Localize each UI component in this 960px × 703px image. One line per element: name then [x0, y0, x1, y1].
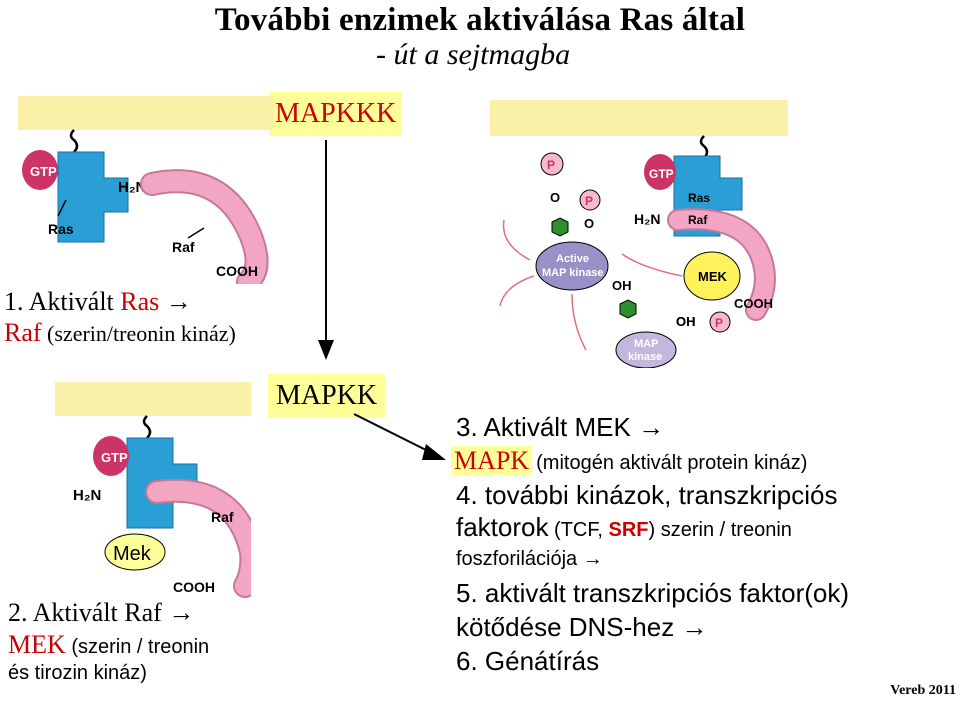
step-2-line3: és tirozin kináz): [8, 662, 147, 684]
svg-text:P: P: [585, 194, 593, 208]
signal-arrow-4: [621, 253, 683, 277]
step-4-line2: faktorok (TCF, SRF) szerin / treonin: [456, 512, 792, 542]
oh-label-mek: OH: [676, 314, 696, 329]
cooh-label: COOH: [216, 263, 258, 279]
gtp-label: GTP: [30, 164, 57, 179]
diagonal-arrow: [353, 413, 446, 460]
tyrosine-ring-2: [619, 299, 637, 319]
svg-text:O: O: [584, 216, 594, 231]
page-subtitle: - út a sejtmagba: [376, 38, 571, 71]
h2n-label: H₂N: [634, 211, 660, 227]
ras-label: Ras: [688, 191, 710, 205]
step-6: 6. Génátírás: [456, 646, 600, 676]
step-1-line1: 1. Aktivált Ras →: [4, 287, 192, 316]
svg-text:O: O: [550, 190, 560, 205]
step-3-line1: 3. Aktivált MEK →: [456, 412, 665, 442]
phosphate-1: [540, 152, 564, 176]
cooh-label: COOH: [173, 579, 215, 595]
step-5-line1: 5. aktivált transzkripciós faktor(ok): [456, 578, 850, 608]
step-4-line3: foszforilációja →: [456, 548, 603, 570]
lipid-anchor: [699, 135, 709, 159]
svg-text:MAP kinase: MAP kinase: [542, 267, 604, 279]
raf-label: Raf: [211, 509, 234, 525]
mek-mapk-diagram: GTP Ras H₂N Raf MEK COOH OH P Active MAP…: [490, 100, 788, 368]
down-arrow: [318, 140, 334, 360]
oh-label-2: OH: [676, 314, 696, 329]
gtp-ball: [22, 150, 58, 190]
ras-protein: [57, 151, 129, 243]
phosphate-2: [579, 189, 601, 211]
svg-text:P: P: [547, 158, 555, 172]
svg-text:kinase: kinase: [628, 351, 662, 363]
oh-label-1: OH: [612, 278, 632, 293]
step-2-line2: MEK (szerin / treonin: [8, 630, 210, 659]
membrane: [55, 382, 251, 416]
svg-text:MAP: MAP: [634, 338, 658, 350]
signal-arrow-1: [502, 219, 531, 261]
step-3-line2: MAPK (mitogén aktivált protein kináz): [451, 446, 807, 476]
raf-label: Raf: [172, 239, 195, 255]
mapkk-label: MAPKK: [268, 374, 386, 418]
gtp-label: GTP: [649, 167, 674, 181]
map-kinase: [615, 331, 677, 368]
h2n-label: H₂N: [118, 179, 146, 196]
mek-ball: [104, 533, 166, 571]
raf-mek-diagram: GTP H₂N Raf Mek COOH: [55, 382, 251, 598]
h2n-label: H₂N: [73, 487, 101, 504]
lipid-anchor: [69, 129, 79, 153]
step-2-line1: 2. Aktivált Raf →: [8, 598, 195, 627]
ras-label: Ras: [48, 221, 74, 237]
mapk-desc: (mitogén aktivált protein kináz): [536, 452, 808, 474]
gtp-ball: [644, 154, 676, 190]
tyrosine-ring-1: [551, 217, 569, 237]
step-5-line2: kötődése DNS-hez →: [456, 612, 708, 642]
active-map-kinase: [535, 241, 609, 291]
membrane: [490, 100, 788, 136]
step-1-line2: Raf (szerin/treonin kináz): [4, 318, 236, 347]
gtp-ball: [93, 436, 129, 476]
mek-label: Mek: [113, 543, 152, 565]
mek-ball: [683, 251, 741, 301]
raf-label: Raf: [688, 213, 708, 227]
signal-arrow-3: [571, 293, 587, 351]
lipid-anchor: [142, 415, 152, 439]
mapk-label: MAPK: [451, 446, 533, 475]
svg-text:Active: Active: [556, 253, 589, 265]
gtp-label: GTP: [101, 450, 128, 465]
cooh-label: COOH: [734, 296, 773, 311]
svg-text:P: P: [715, 316, 723, 330]
page-title: További enzimek aktiválása Ras által: [214, 2, 746, 38]
signal-arrow-2: [499, 275, 535, 307]
phosphate-mek: [709, 311, 731, 333]
mek-label: MEK: [698, 269, 728, 284]
credit: Vereb 2011: [890, 683, 956, 698]
ras-raf-diagram: GTP H₂N Ras Raf COOH: [18, 96, 274, 284]
membrane: [18, 96, 274, 130]
mapkkk-label: MAPKKK: [269, 92, 403, 136]
step-4-line1: 4. további kinázok, transzkripciós: [456, 480, 838, 510]
